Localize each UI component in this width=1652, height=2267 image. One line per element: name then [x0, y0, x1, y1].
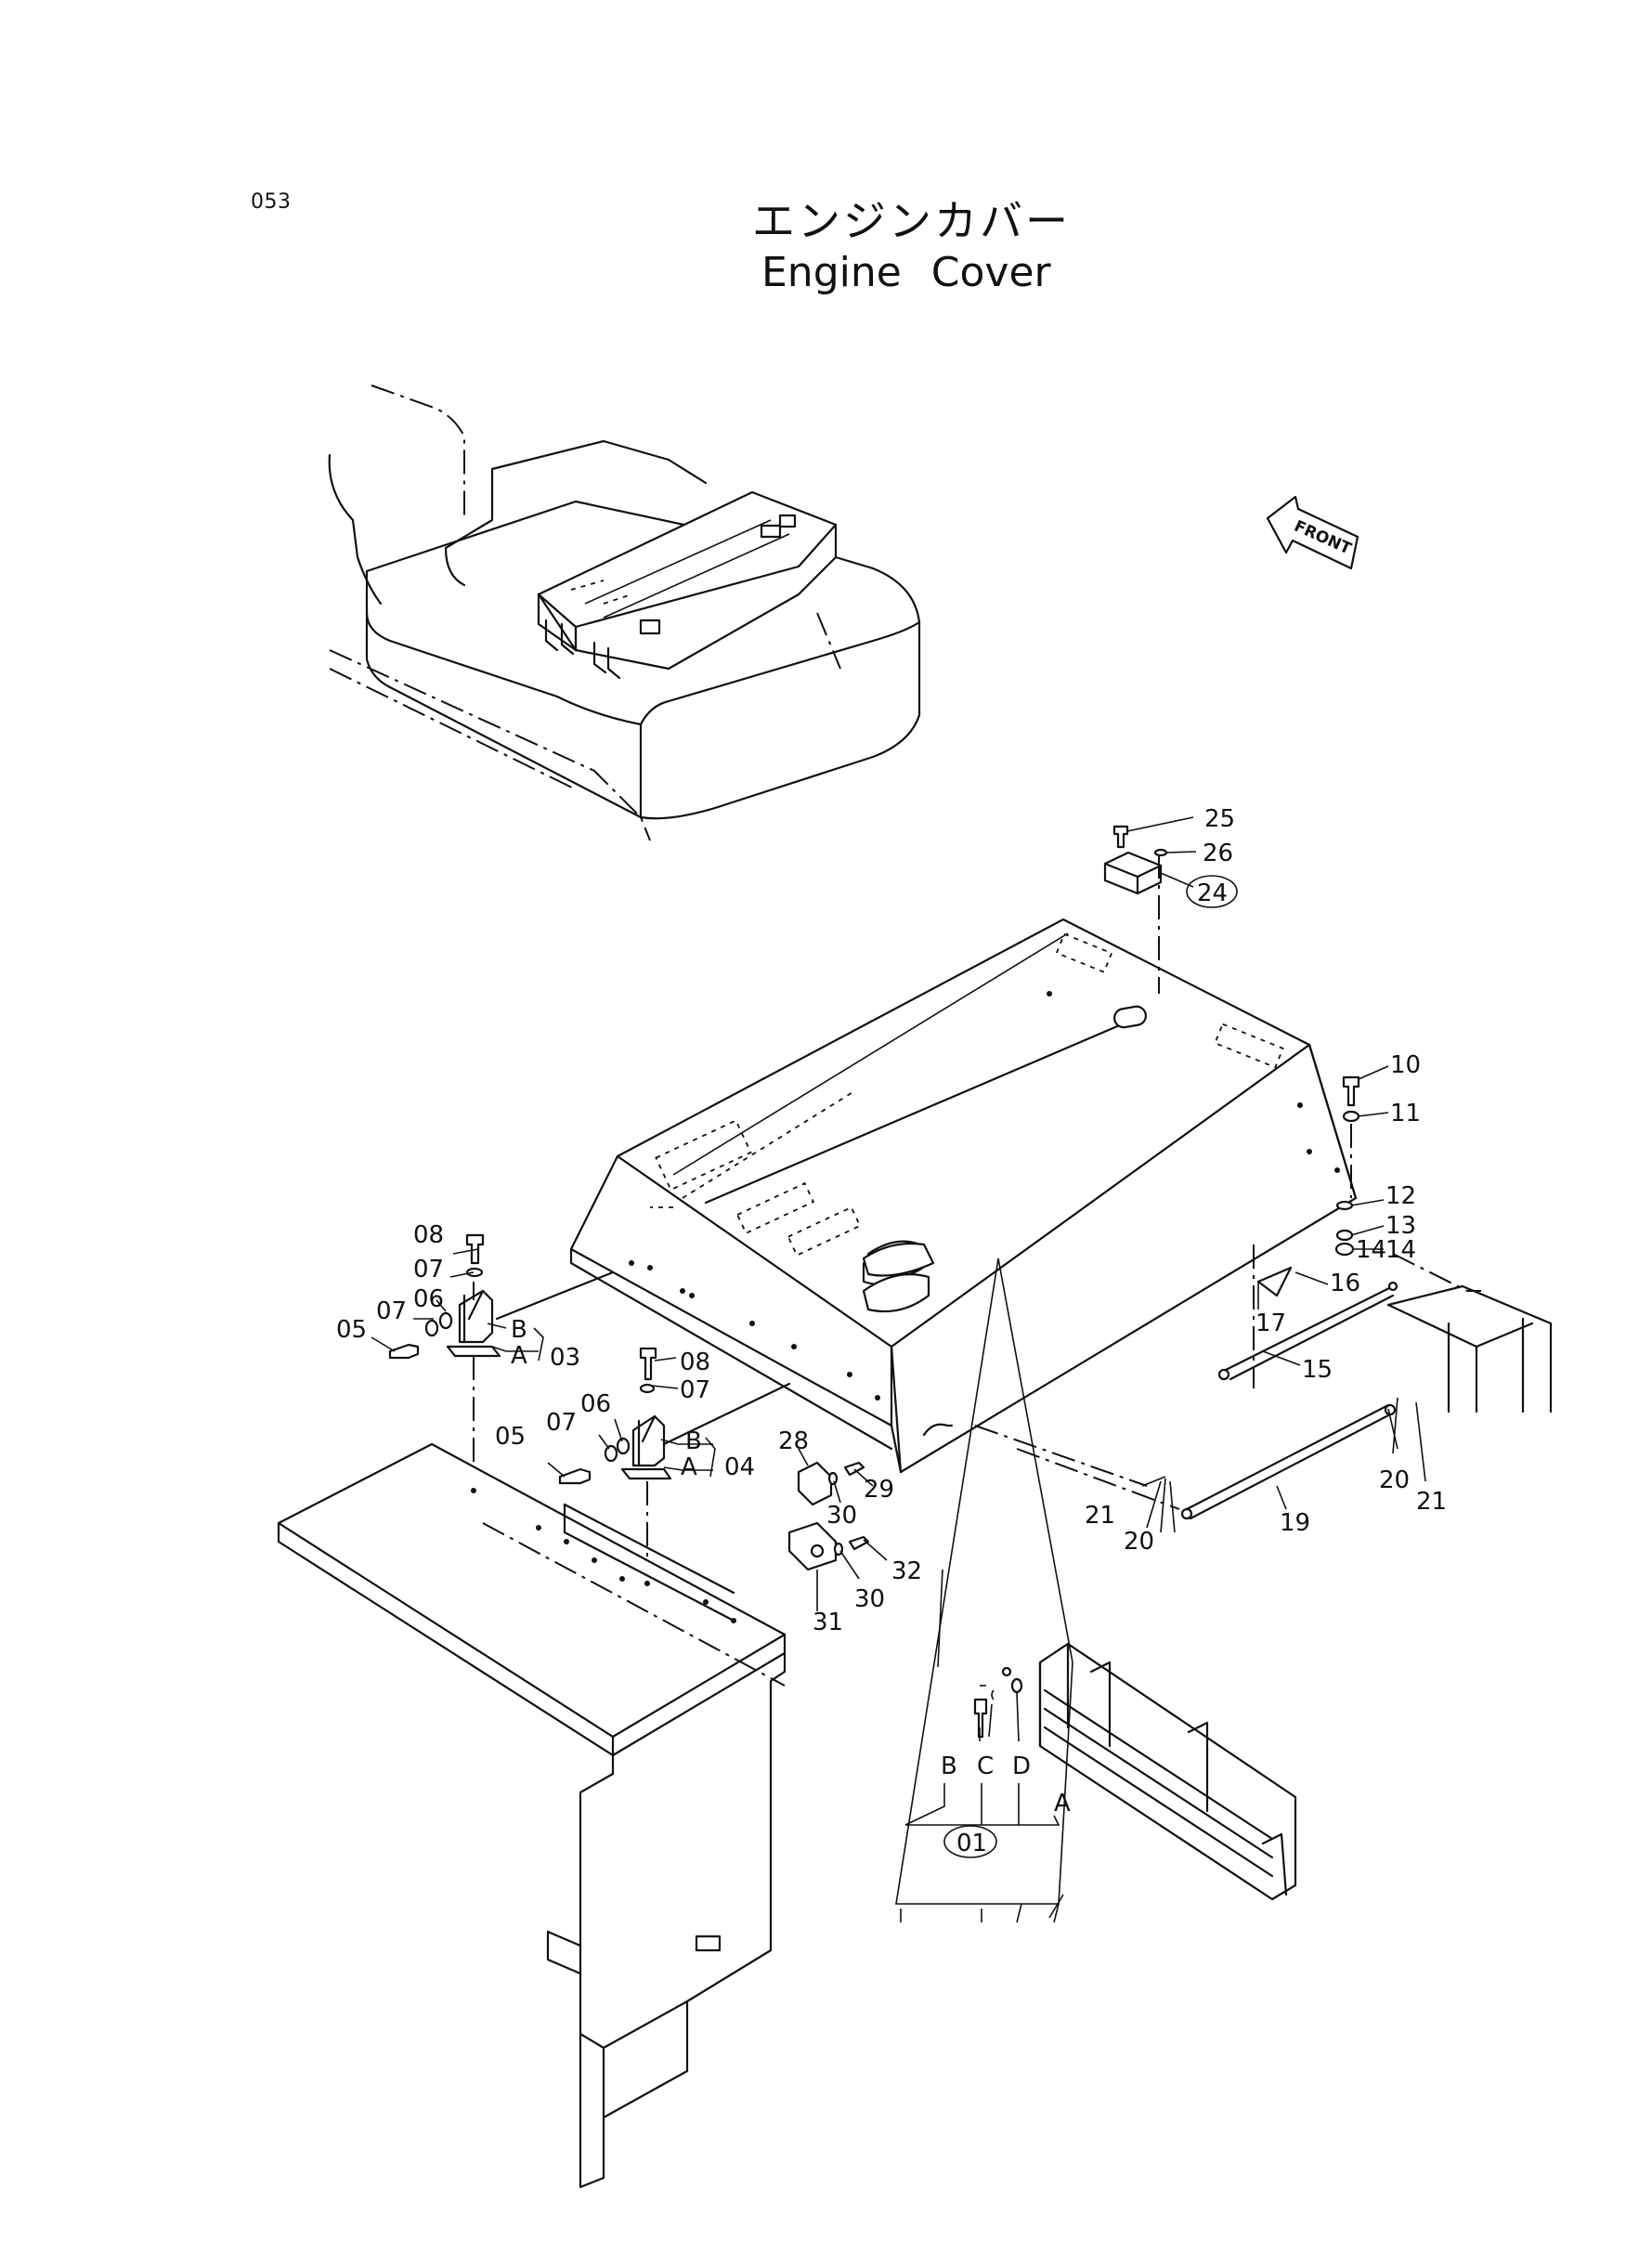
callout-21-left: 21	[1085, 1502, 1115, 1530]
callout-03: 03	[550, 1344, 580, 1372]
callout-24-circle	[1186, 875, 1238, 908]
callout-01-A: A	[1054, 1790, 1071, 1818]
callout-19: 19	[1280, 1509, 1310, 1537]
callout-03-A: A	[511, 1342, 527, 1370]
callout-30-upper: 30	[826, 1502, 857, 1530]
title-japanese: エンジンカバー	[752, 196, 1071, 246]
callout-28: 28	[778, 1427, 809, 1455]
floor-plate-and-frame	[277, 1442, 787, 2189]
right-bolt-stack	[1334, 1075, 1360, 1257]
callout-07-left: 07	[413, 1256, 444, 1283]
callout-20-right: 20	[1379, 1466, 1410, 1494]
callout-13: 13	[1385, 1212, 1416, 1240]
support-rod-19	[974, 1403, 1397, 1520]
callout-16: 16	[1330, 1270, 1360, 1297]
callout-01-D: D	[1012, 1752, 1031, 1780]
latch-assembly-03	[388, 1233, 615, 1491]
callout-21-right: 21	[1416, 1488, 1447, 1516]
callout-04-B: B	[685, 1427, 702, 1455]
callout-04: 04	[724, 1453, 755, 1481]
callout-14-secondary: 14	[1356, 1236, 1386, 1264]
callout-08-left: 08	[413, 1221, 444, 1249]
callout-24: 24	[1197, 879, 1228, 907]
callout-25: 25	[1204, 805, 1235, 833]
callout-17: 17	[1255, 1309, 1286, 1337]
callout-05-right: 05	[495, 1423, 526, 1451]
latch-assembly-04	[558, 1347, 791, 1579]
callout-06-right: 06	[580, 1390, 611, 1418]
front-direction-arrow: FRONT	[1266, 495, 1359, 570]
callout-06-left: 06	[413, 1285, 444, 1313]
callout-20-left: 20	[1124, 1528, 1154, 1556]
stopper-brackets	[787, 1461, 870, 1571]
engine-cover-main-panel	[569, 918, 1358, 1474]
machine-overview-drawing	[328, 384, 921, 841]
callout-32: 32	[891, 1557, 922, 1585]
callout-29: 29	[864, 1476, 894, 1504]
callout-12: 12	[1385, 1182, 1416, 1210]
callout-03-B: B	[511, 1316, 527, 1344]
right-support-bracket	[1386, 1284, 1553, 1414]
callout-14: 14	[1385, 1236, 1416, 1264]
part-24-plate	[1103, 825, 1168, 994]
gas-spring-assembly	[1217, 1244, 1481, 1388]
callout-05-left: 05	[336, 1316, 367, 1344]
callout-01-C: C	[977, 1752, 994, 1780]
grille-assembly-01	[895, 1257, 1297, 1905]
callout-07-right-outer: 07	[546, 1409, 577, 1437]
callout-30-lower: 30	[854, 1585, 885, 1613]
callout-07-right: 07	[680, 1376, 710, 1404]
callout-labels: 25 26 24 10 11 12 13 14 14 16 17 15 19 2…	[336, 805, 1447, 1858]
leader-lines	[371, 816, 1426, 1923]
callout-01-B: B	[941, 1752, 957, 1780]
page-number: 053	[251, 190, 292, 214]
callout-15: 15	[1302, 1356, 1333, 1384]
callout-31: 31	[813, 1609, 843, 1636]
callout-26: 26	[1203, 840, 1233, 867]
callout-07-left-outer: 07	[376, 1297, 407, 1325]
callout-08-right: 08	[680, 1348, 710, 1376]
callout-01: 01	[956, 1830, 987, 1857]
title-english: Engine Cover	[761, 249, 1051, 296]
callout-11: 11	[1390, 1100, 1421, 1127]
callout-10: 10	[1390, 1051, 1421, 1079]
callout-04-A: A	[681, 1453, 697, 1481]
callout-01-bracket	[904, 1783, 1060, 1826]
